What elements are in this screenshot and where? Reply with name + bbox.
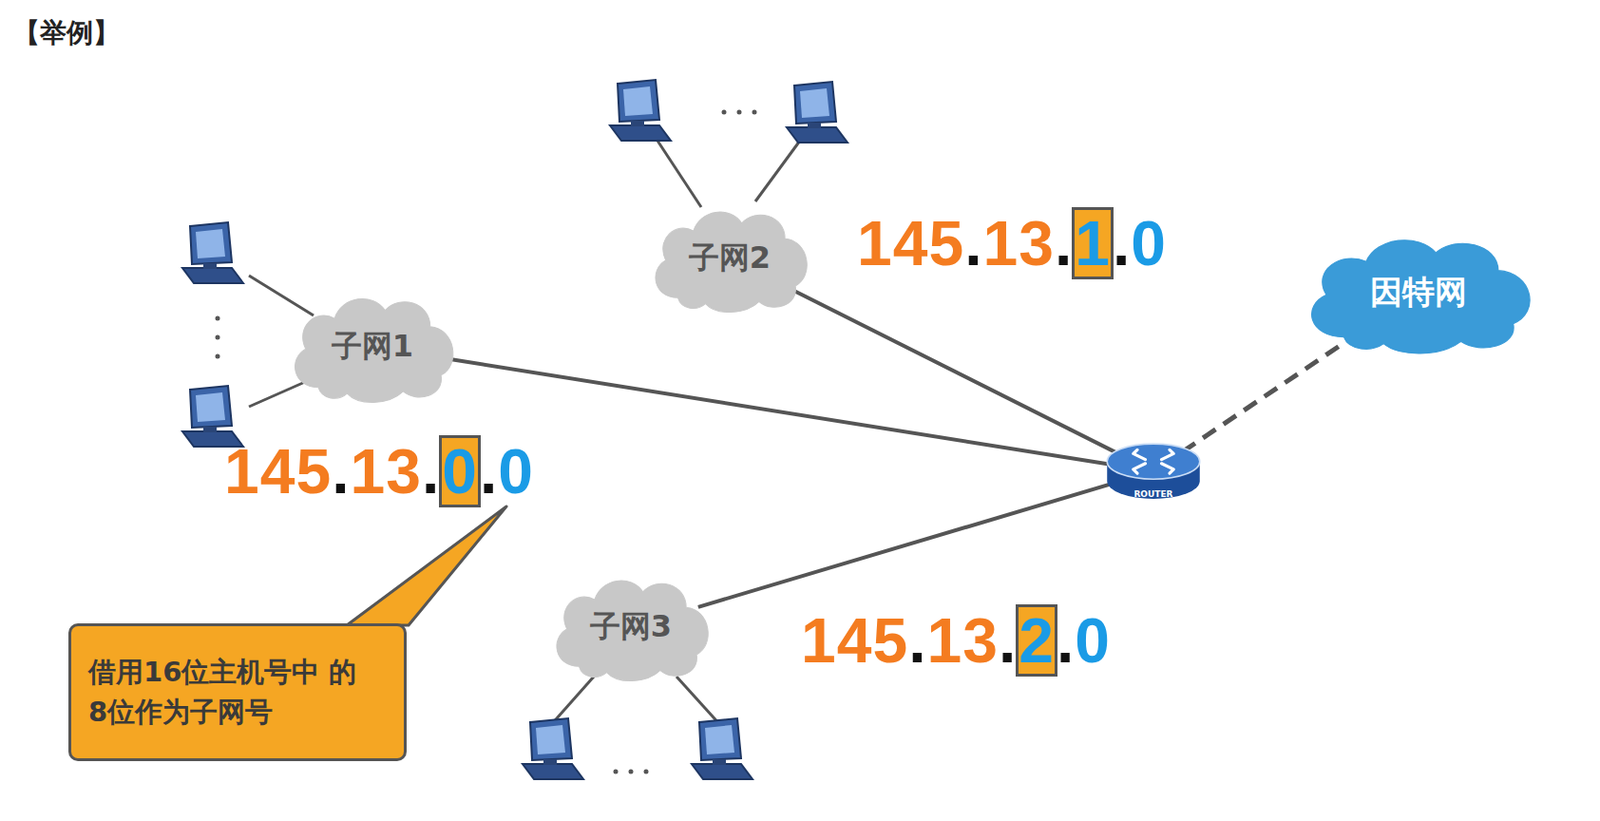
subnet-address: 145.13.0.0: [224, 435, 534, 508]
callout-text: 借用16位主机号中 的8位作为子网号: [88, 651, 374, 732]
cloud-label: 子网1: [331, 325, 414, 368]
cloud-label: 子网2: [688, 237, 771, 280]
link-line: [698, 482, 1116, 608]
link-line: [788, 287, 1121, 455]
subnet-address: 145.13.2.0: [800, 604, 1111, 677]
router-icon: ROUTER: [1103, 439, 1204, 503]
cloud-label: 因特网: [1370, 270, 1467, 315]
cloud-network: 子网2: [643, 199, 817, 318]
router-label: ROUTER: [1133, 489, 1173, 499]
cloud-network: 子网3: [544, 568, 718, 686]
cloud-network: 子网1: [282, 285, 463, 408]
cloud-label: 子网3: [590, 606, 672, 648]
link-line: [447, 359, 1113, 466]
subnet-address: 145.13.1.0: [857, 207, 1167, 280]
callout-box: 借用16位主机号中 的8位作为子网号: [68, 623, 407, 762]
cloud-network: 因特网: [1294, 226, 1543, 360]
dashed-link: [1182, 337, 1353, 453]
callout-pointer: [346, 506, 507, 626]
title: 【举例】: [13, 15, 120, 52]
